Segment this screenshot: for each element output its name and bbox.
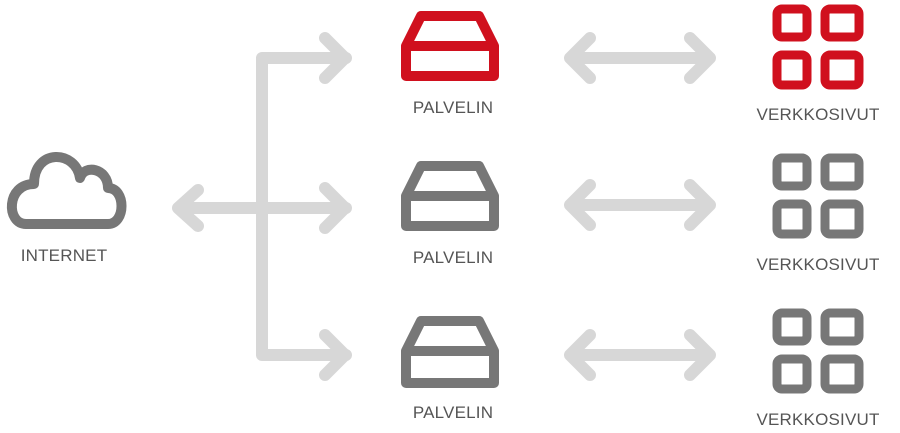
tree-trunk bbox=[256, 52, 352, 361]
internet-label: INTERNET bbox=[20, 246, 108, 265]
right-arrowhead bbox=[684, 179, 716, 231]
website-label-1: VERKKOSIVUT bbox=[756, 105, 880, 124]
server-icon-2 bbox=[401, 161, 499, 231]
server-site-arrow-1 bbox=[564, 32, 716, 84]
server-2-arrowhead bbox=[319, 182, 351, 234]
grid-icon-3 bbox=[772, 308, 864, 394]
server-label-3: PALVELIN bbox=[412, 403, 494, 422]
left-arrowhead bbox=[564, 32, 596, 84]
left-arrowhead bbox=[564, 329, 596, 381]
server-label-2: PALVELIN bbox=[412, 248, 494, 267]
right-arrowhead bbox=[684, 32, 716, 84]
server-site-arrow-2 bbox=[564, 179, 716, 231]
cloud-icon bbox=[7, 152, 127, 229]
server-site-arrow-3 bbox=[564, 329, 716, 381]
grid-icon-2 bbox=[772, 153, 864, 239]
website-label-2: VERKKOSIVUT bbox=[756, 255, 880, 274]
grid-icon-1 bbox=[772, 4, 864, 90]
right-arrowhead bbox=[684, 329, 716, 381]
server-1-arrowhead bbox=[319, 32, 351, 84]
website-label-3: VERKKOSIVUT bbox=[756, 410, 880, 429]
server-label-1: PALVELIN bbox=[412, 98, 494, 117]
server-icon-3 bbox=[401, 316, 499, 388]
left-arrowhead bbox=[564, 179, 596, 231]
internet-connector bbox=[172, 32, 352, 381]
server-icon-1 bbox=[401, 11, 499, 81]
internet-arrowhead bbox=[172, 184, 204, 232]
server-3-arrowhead bbox=[319, 329, 351, 381]
